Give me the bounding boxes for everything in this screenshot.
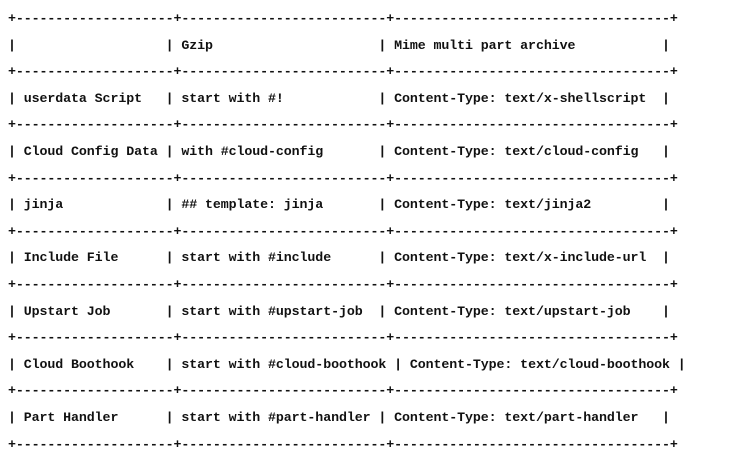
table-border: +--------------------+------------------… <box>8 223 678 239</box>
row-cell-mime: Content-Type: text/x-include-url <box>394 250 655 266</box>
row-cell-type: jinja <box>23 197 158 213</box>
table-row: | Part Handler | start with #part-handle… <box>8 409 670 425</box>
table-border: +--------------------+------------------… <box>8 11 678 26</box>
table-row: | Include File | start with #include | C… <box>8 250 670 266</box>
row-cell-gzip: start with #upstart-job <box>181 303 371 319</box>
row-cell-gzip: with #cloud-config <box>181 143 371 159</box>
row-cell-mime: Content-Type: text/cloud-boothook <box>409 356 670 372</box>
table-border: +--------------------+------------------… <box>8 436 678 452</box>
row-cell-gzip: start with #cloud-boothook <box>181 356 387 372</box>
table-row: | Cloud Boothook | start with #cloud-boo… <box>8 356 686 372</box>
row-cell-type: Cloud Boothook <box>23 356 158 372</box>
row-cell-gzip: start with #! <box>181 90 371 106</box>
table-header-row: | | Gzip | Mime multi part archive | <box>8 37 670 53</box>
table-border: +--------------------+------------------… <box>8 330 678 346</box>
row-cell-mime: Content-Type: text/upstart-job <box>394 303 655 319</box>
table-border: +--------------------+------------------… <box>8 117 678 133</box>
row-cell-gzip: ## template: jinja <box>181 197 371 213</box>
table-row: | userdata Script | start with #! | Cont… <box>8 90 670 106</box>
row-cell-gzip: start with #include <box>181 250 371 266</box>
header-cell-2: Gzip <box>181 37 371 53</box>
table-border: +--------------------+------------------… <box>8 276 678 292</box>
header-cell-3: Mime multi part archive <box>394 37 655 53</box>
ascii-table: +--------------------+------------------… <box>8 6 686 458</box>
row-cell-type: Upstart Job <box>23 303 158 319</box>
table-border: +--------------------+------------------… <box>8 64 678 80</box>
row-cell-type: Part Handler <box>23 409 158 425</box>
row-cell-type: Cloud Config Data <box>23 143 158 159</box>
row-cell-type: userdata Script <box>23 90 158 106</box>
row-cell-mime: Content-Type: text/x-shellscript <box>394 90 655 106</box>
table-border: +--------------------+------------------… <box>8 383 678 399</box>
row-cell-type: Include File <box>23 250 158 266</box>
row-cell-gzip: start with #part-handler <box>181 409 371 425</box>
row-cell-mime: Content-Type: text/part-handler <box>394 409 655 425</box>
row-cell-mime: Content-Type: text/cloud-config <box>394 143 655 159</box>
table-row: | Upstart Job | start with #upstart-job … <box>8 303 670 319</box>
table-border: +--------------------+------------------… <box>8 170 678 186</box>
row-cell-mime: Content-Type: text/jinja2 <box>394 197 655 213</box>
table-row: | jinja | ## template: jinja | Content-T… <box>8 197 670 213</box>
table-row: | Cloud Config Data | with #cloud-config… <box>8 143 670 159</box>
header-cell-1 <box>24 38 158 53</box>
